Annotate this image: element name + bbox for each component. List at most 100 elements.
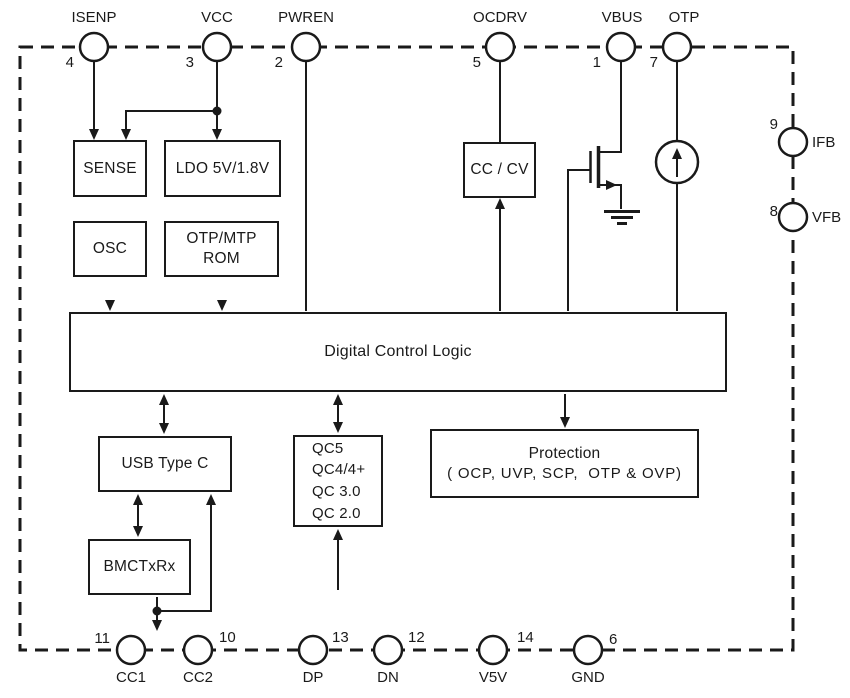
pin-ocdrv-label: OCDRV (473, 9, 527, 26)
arrow-dcl-usb-up (159, 394, 169, 405)
pin-circles (78, 31, 809, 666)
block-digital-control-logic: Digital Control Logic (69, 312, 727, 392)
arrow-into-sense-right (121, 129, 131, 140)
mosfet-stubs (598, 151, 600, 186)
current-source-icon (654, 139, 700, 185)
block-qc-line3: QC 3.0 (312, 483, 361, 500)
pin-dn-circle (372, 634, 404, 666)
arrowheads (89, 129, 617, 631)
pin-ocdrv-circle (484, 31, 516, 63)
mosfet-icon (589, 146, 601, 188)
pin-otp-circle (661, 31, 693, 63)
pin-otp-number: 7 (649, 54, 658, 71)
pin-dn-label: DN (377, 669, 399, 686)
block-usb-type-c: USB Type C (98, 436, 232, 492)
pin-v5v-circle (477, 634, 509, 666)
pin-vbus-number: 1 (592, 54, 601, 71)
block-qc-line4: QC 2.0 (312, 504, 361, 522)
pin-dp-circle (297, 634, 329, 666)
pin-isenp-label: ISENP (71, 9, 117, 26)
block-ldo-label: LDO 5V/1.8V (175, 159, 270, 177)
arrow-into-ldo (212, 129, 222, 140)
wire-dcl-to-mosfet-gate (567, 169, 590, 311)
arrow-usb-bmc-up (133, 494, 143, 505)
block-otp-mtp-rom: OTP/MTP ROM (164, 221, 279, 277)
pin-cc2-label: CC2 (182, 669, 213, 686)
pin-isenp-number: 4 (65, 54, 74, 71)
arrow-into-qc (333, 529, 343, 540)
block-cc-cv-label: CC / CV (470, 161, 529, 179)
pin-isenp-circle (78, 31, 110, 63)
pin-vfb-circle (777, 201, 809, 233)
pin-vfb-label: VFB (812, 209, 842, 226)
chip-boundary (18, 45, 795, 652)
wire-mosfet-source-to-ground (600, 184, 622, 209)
arrow-usb-bmc-down (133, 526, 143, 537)
arrow-into-sense-left (89, 129, 99, 140)
pin-dp-label: DP (302, 669, 324, 686)
arrow-rom-into-dcl (217, 300, 227, 311)
wires (93, 61, 678, 620)
pin-pwren-number: 2 (274, 54, 283, 71)
block-protection-line2: ( OCP, UVP, SCP, OTP & OVP) (447, 464, 682, 482)
block-bmc-tx-rx-label: BMCTxRx (103, 558, 176, 576)
arrow-dcl-qc-down (333, 422, 343, 433)
pin-ifb-label: IFB (812, 134, 836, 151)
arrow-bmc-into-usb (206, 494, 216, 505)
pin-gnd-label: GND (571, 669, 605, 686)
ground-icon (604, 210, 640, 225)
block-osc-label: OSC (92, 240, 128, 258)
arrow-into-cccv (495, 198, 505, 209)
block-digital-control-logic-label: Digital Control Logic (324, 342, 472, 360)
block-otp-mtp-rom-line1: OTP/MTP (186, 230, 257, 248)
pin-dn-number: 12 (408, 629, 425, 646)
wire-bmc-branch-to-usb (157, 503, 212, 612)
block-protection: Protection ( OCP, UVP, SCP, OTP & OVP) (430, 429, 699, 498)
arrow-osc-into-dcl (105, 300, 115, 311)
pin-cc2-number: 10 (219, 629, 236, 646)
block-usb-type-c-label: USB Type C (121, 455, 209, 473)
block-ldo: LDO 5V/1.8V (164, 140, 281, 197)
pin-vbus-label: VBUS (601, 9, 643, 26)
pin-vfb-number: 8 (769, 203, 778, 220)
pin-gnd-number: 6 (609, 631, 618, 648)
block-otp-mtp-rom-line2: ROM (203, 250, 240, 267)
arrow-mosfet-source (606, 180, 617, 190)
pin-v5v-number: 14 (517, 629, 534, 646)
junction-dot-bmc (152, 606, 162, 616)
block-osc: OSC (73, 221, 147, 277)
block-sense-label: SENSE (83, 159, 137, 177)
arrow-dcl-qc-up (333, 394, 343, 405)
arrow-into-protection (560, 417, 570, 428)
block-qc-line1: QC5 (312, 439, 344, 457)
wire-vbus-to-mosfet-drain (600, 61, 622, 153)
pin-cc1-circle (115, 634, 147, 666)
arrow-dcl-usb-down (159, 423, 169, 434)
pin-vcc-circle (201, 31, 233, 63)
pin-dp-number: 13 (332, 629, 349, 646)
pin-cc1-label: CC1 (115, 669, 146, 686)
pin-ocdrv-number: 5 (472, 54, 481, 71)
block-bmc-tx-rx: BMCTxRx (88, 539, 191, 595)
block-sense: SENSE (73, 140, 147, 197)
pin-cc1-number: 11 (94, 630, 110, 647)
pin-ifb-circle (777, 126, 809, 158)
pin-pwren-label: PWREN (278, 9, 334, 26)
block-cc-cv: CC / CV (463, 142, 536, 198)
pin-otp-label: OTP (668, 9, 700, 26)
block-protection-line1: Protection (528, 444, 601, 462)
pin-pwren-circle (290, 31, 322, 63)
block-qc: QC5 QC4/4+ QC 3.0 QC 2.0 (293, 435, 383, 527)
pin-vcc-number: 3 (185, 54, 194, 71)
wire-vcc-branch-to-sense (125, 110, 217, 129)
arrow-bmc-to-cc (152, 620, 162, 631)
pin-cc2-circle (182, 634, 214, 666)
pin-ifb-number: 9 (769, 116, 778, 133)
pin-v5v-label: V5V (478, 669, 508, 686)
pin-gnd-circle (572, 634, 604, 666)
junction-dot-vcc (212, 106, 222, 116)
block-qc-line2: QC4/4+ (312, 461, 366, 479)
pin-vcc-label: VCC (201, 9, 233, 26)
